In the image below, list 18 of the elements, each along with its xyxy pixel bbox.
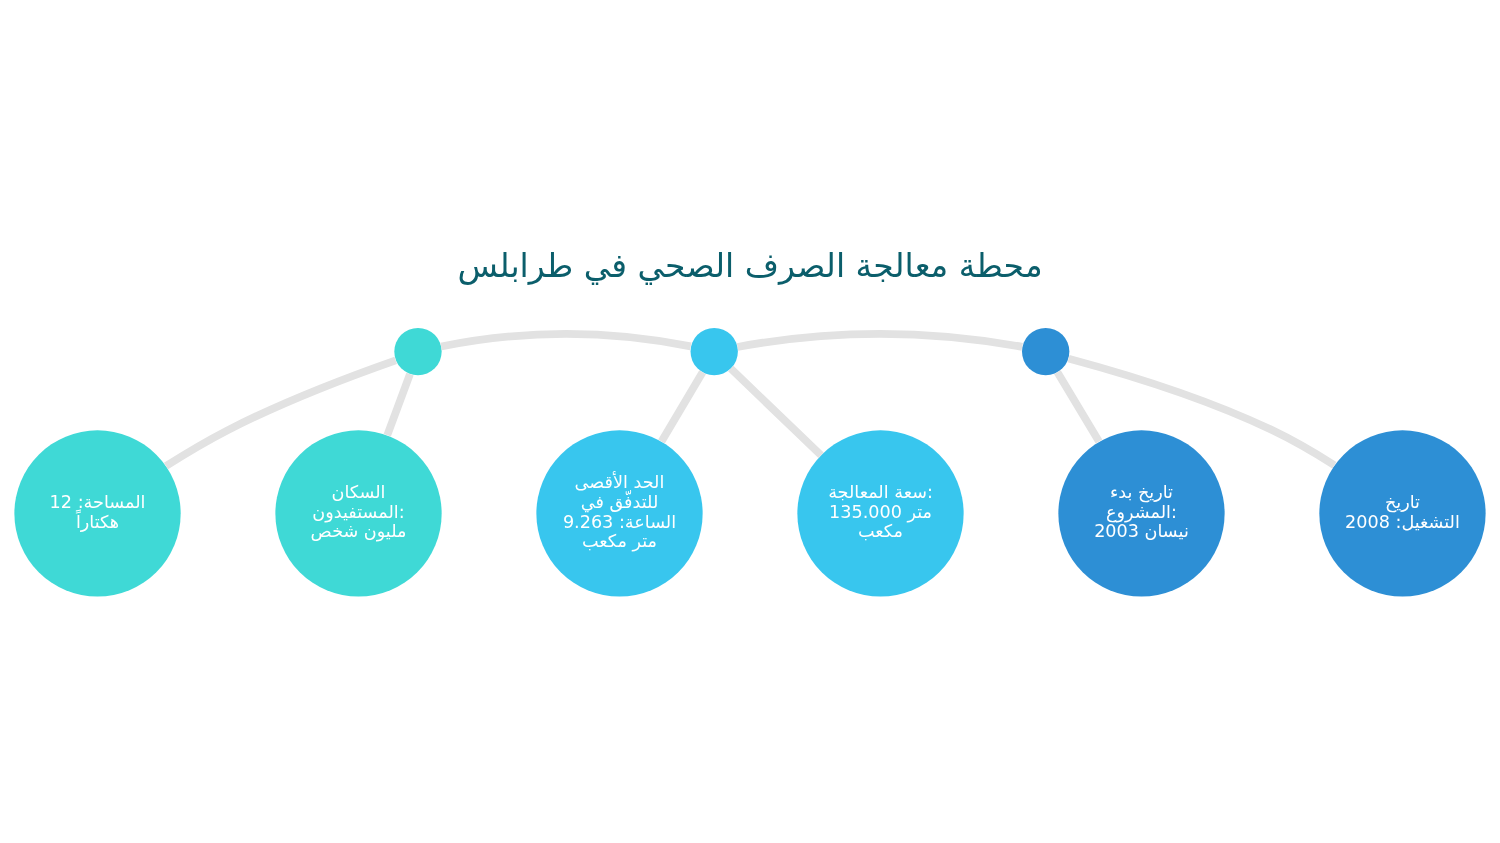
- connector: [736, 330, 1023, 351]
- connector: [1054, 370, 1103, 444]
- node-circle: سعة المعالجة: 135.000 متر مكعب: [797, 430, 964, 597]
- connector: [440, 329, 692, 351]
- node-circle: [690, 327, 738, 376]
- node-circle: [394, 327, 442, 376]
- connector: [1067, 354, 1337, 469]
- node-circle: السكان المستفيدون: مليون شخص: [275, 430, 442, 597]
- node-circle: الحد الأقصى للتدفّق في الساعة: 9.263 متر مكعب: [536, 430, 703, 597]
- diagram-title: محطة معالجة الصرف الصحي في طرابلس: [457, 246, 1043, 286]
- node-circle: [1022, 327, 1070, 376]
- node-circle: تاريخ بدء المشروع: نيسان 2003: [1058, 430, 1225, 597]
- node-circle: المساحة: 12 هكتاراً: [14, 430, 181, 597]
- connector: [728, 365, 824, 459]
- connector: [383, 372, 414, 437]
- connector: [658, 370, 706, 444]
- connector: [163, 356, 397, 470]
- node-circle: تاريخ التشغيل: 2008: [1319, 430, 1486, 597]
